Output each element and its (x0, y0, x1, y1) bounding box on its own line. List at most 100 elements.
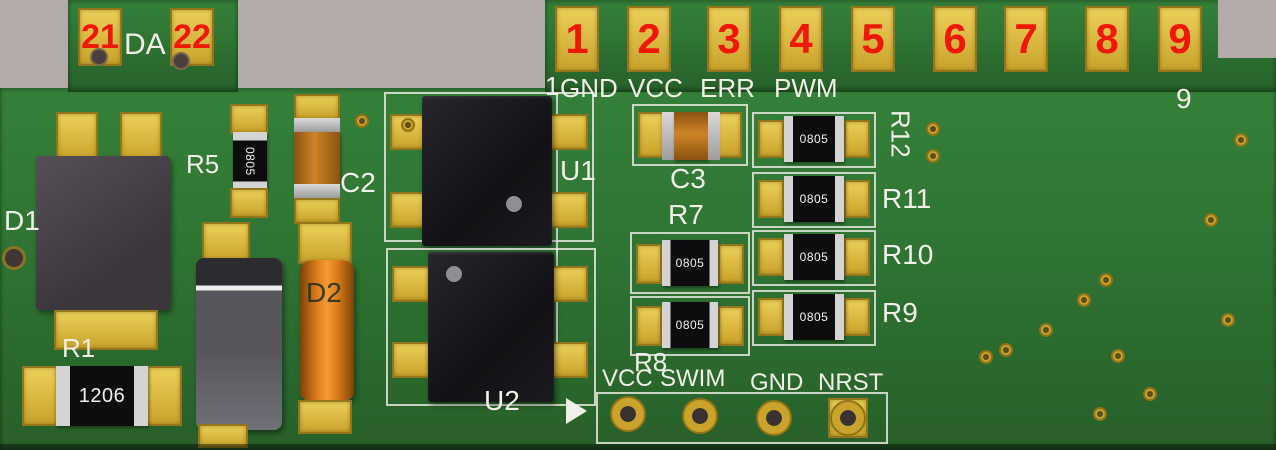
c3-end-cap (662, 112, 674, 160)
r8-res-pad (718, 306, 744, 346)
board-hole (2, 246, 26, 270)
hole-vcc (610, 396, 646, 432)
pad-22: 22 (170, 8, 214, 66)
capacitor-c3 (674, 112, 708, 160)
u1-pad (548, 114, 588, 150)
r10-outline (752, 230, 876, 286)
prog-header-outline (596, 392, 888, 444)
pad-5-number: 5 (861, 15, 885, 62)
pad-6: 6 (933, 6, 977, 72)
via (1143, 387, 1157, 401)
pad-4: 4 (779, 6, 823, 72)
label-r9: R9 (882, 297, 918, 328)
r9-pad (758, 298, 784, 336)
label-c3: C3 (670, 163, 706, 194)
via (401, 118, 415, 132)
via (1099, 273, 1113, 287)
pad-5: 5 (851, 6, 895, 72)
d2-pad (298, 222, 352, 264)
via (1234, 133, 1248, 147)
capacitor-c2 (294, 132, 340, 184)
pin1-triangle-icon (566, 398, 587, 424)
resistor-r5: 0805 (233, 132, 267, 190)
resistor-mid-2: 0805 (662, 302, 718, 348)
d1-pad (54, 310, 158, 350)
r11-marking: 0805 (799, 192, 829, 206)
u2-pad (550, 266, 588, 302)
resistor-r11: 0805 (784, 176, 844, 222)
u2-pin1-dot (446, 266, 462, 282)
r8-outline (630, 296, 750, 356)
tab-label: DA (124, 28, 166, 61)
via (979, 350, 993, 364)
resistor-r12: 0805 (784, 116, 844, 162)
label-u1: U1 (560, 155, 596, 186)
via (926, 149, 940, 163)
r11-pad (844, 180, 870, 218)
r12-outline (752, 112, 876, 168)
r11-outline (752, 172, 876, 228)
hole-swim (682, 398, 718, 434)
r10-pad (844, 238, 870, 276)
prog-label-nrst: NRST (818, 369, 884, 396)
via (1204, 213, 1218, 227)
hole-gnd (756, 400, 792, 436)
board-notch (1218, 0, 1276, 58)
resistor-mid-1-marking: 0805 (675, 256, 705, 270)
r12-pad (758, 120, 784, 158)
prog-label-vcc: VCC (602, 365, 653, 392)
resistor-r9: 0805 (784, 294, 844, 340)
r10-pad (758, 238, 784, 276)
label-r11: R11 (882, 183, 932, 214)
pad-22-number: 22 (173, 18, 211, 56)
r12-marking: 0805 (799, 132, 829, 146)
label-r12: R12 (885, 110, 916, 158)
label-u2: U2 (484, 385, 520, 416)
pad-1-number: 1 (565, 15, 589, 62)
pad-2: 2 (627, 6, 671, 72)
via (999, 343, 1013, 357)
label-d2: D2 (306, 277, 342, 308)
prog-label-gnd: GND (750, 369, 804, 396)
resistor-r10: 0805 (784, 234, 844, 280)
via (1221, 313, 1235, 327)
r7-res-pad (636, 244, 662, 284)
c2-end-cap (294, 118, 340, 132)
pad-6-number: 6 (943, 15, 967, 62)
r9-outline (752, 290, 876, 346)
r9-pad (844, 298, 870, 336)
r9-marking: 0805 (799, 310, 829, 324)
d2-pad (298, 400, 352, 434)
pad-8-number: 8 (1095, 15, 1119, 62)
label-r10: R10 (882, 239, 934, 270)
gray-component-pad (202, 222, 250, 262)
r10-marking: 0805 (799, 250, 829, 264)
resistor-r1: 1206 (56, 366, 148, 426)
c3-outline (632, 104, 748, 166)
pin-label-pwm: PWM (774, 73, 838, 103)
label-r8: R8 (634, 347, 668, 377)
r8-res-pad (636, 306, 662, 346)
label-d1: D1 (4, 205, 40, 236)
via (1077, 293, 1091, 307)
r12-pad (844, 120, 870, 158)
ic-u1 (422, 96, 552, 246)
board-bottom-edge (0, 444, 1276, 450)
pin-label-gnd: GND (560, 73, 618, 103)
pad-8: 8 (1085, 6, 1129, 72)
r1-pad (22, 366, 58, 426)
pad-7-number: 7 (1014, 15, 1038, 62)
u2-pad (392, 266, 430, 302)
d1-pad (56, 112, 98, 162)
r7-outline (630, 232, 750, 294)
r1-pad (146, 366, 182, 426)
via (1093, 407, 1107, 421)
gray-component-body (196, 258, 282, 430)
u2-pad (550, 342, 588, 378)
c2-end-cap (294, 184, 340, 198)
pad-7: 7 (1004, 6, 1048, 72)
tab-hole (172, 52, 190, 70)
pin-label-err: ERR (700, 73, 755, 103)
u1-pin1-dot (506, 196, 522, 212)
